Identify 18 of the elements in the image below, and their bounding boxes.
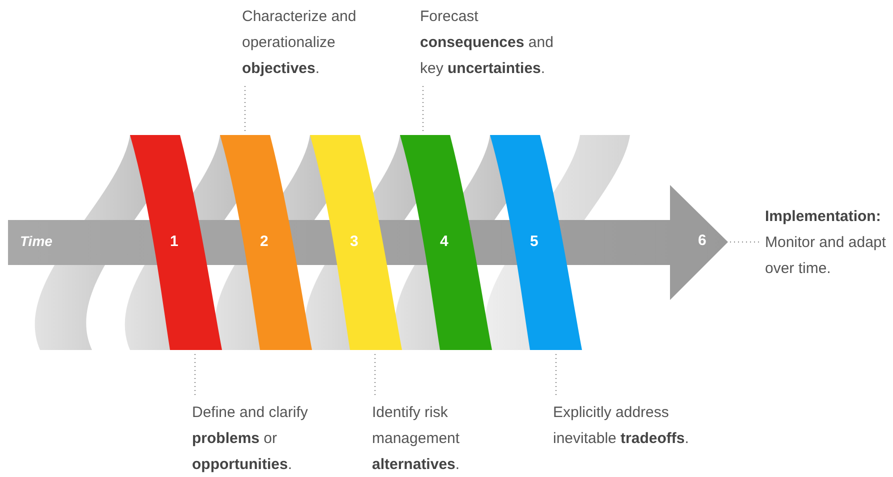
callout-text: Characterize and operationalize objectives. bbox=[242, 4, 382, 82]
step-number: 3 bbox=[350, 233, 358, 250]
callout-text: Implementation: Monitor and adapt over time. bbox=[765, 204, 891, 282]
callout-text: Identify risk management alternatives. bbox=[372, 400, 492, 477]
axis-label: Time bbox=[20, 233, 52, 249]
callout-text: Define and clarify problems or opportunities. bbox=[192, 400, 332, 477]
step-number: 6 bbox=[698, 232, 716, 252]
callout-text: Explicitly address inevitable tradeoffs. bbox=[553, 400, 703, 452]
ribbon-band bbox=[490, 135, 582, 350]
step-number: 5 bbox=[530, 233, 538, 250]
callout-text: Forecast consequences and key uncertainties. bbox=[420, 4, 570, 82]
ribbon-band bbox=[310, 135, 402, 350]
ribbon-band bbox=[400, 135, 492, 350]
step-number: 2 bbox=[260, 233, 268, 250]
step-number: 4 bbox=[440, 233, 448, 250]
ribbon-band bbox=[220, 135, 312, 350]
ribbon-band bbox=[130, 135, 222, 350]
step-number: 1 bbox=[170, 233, 178, 250]
